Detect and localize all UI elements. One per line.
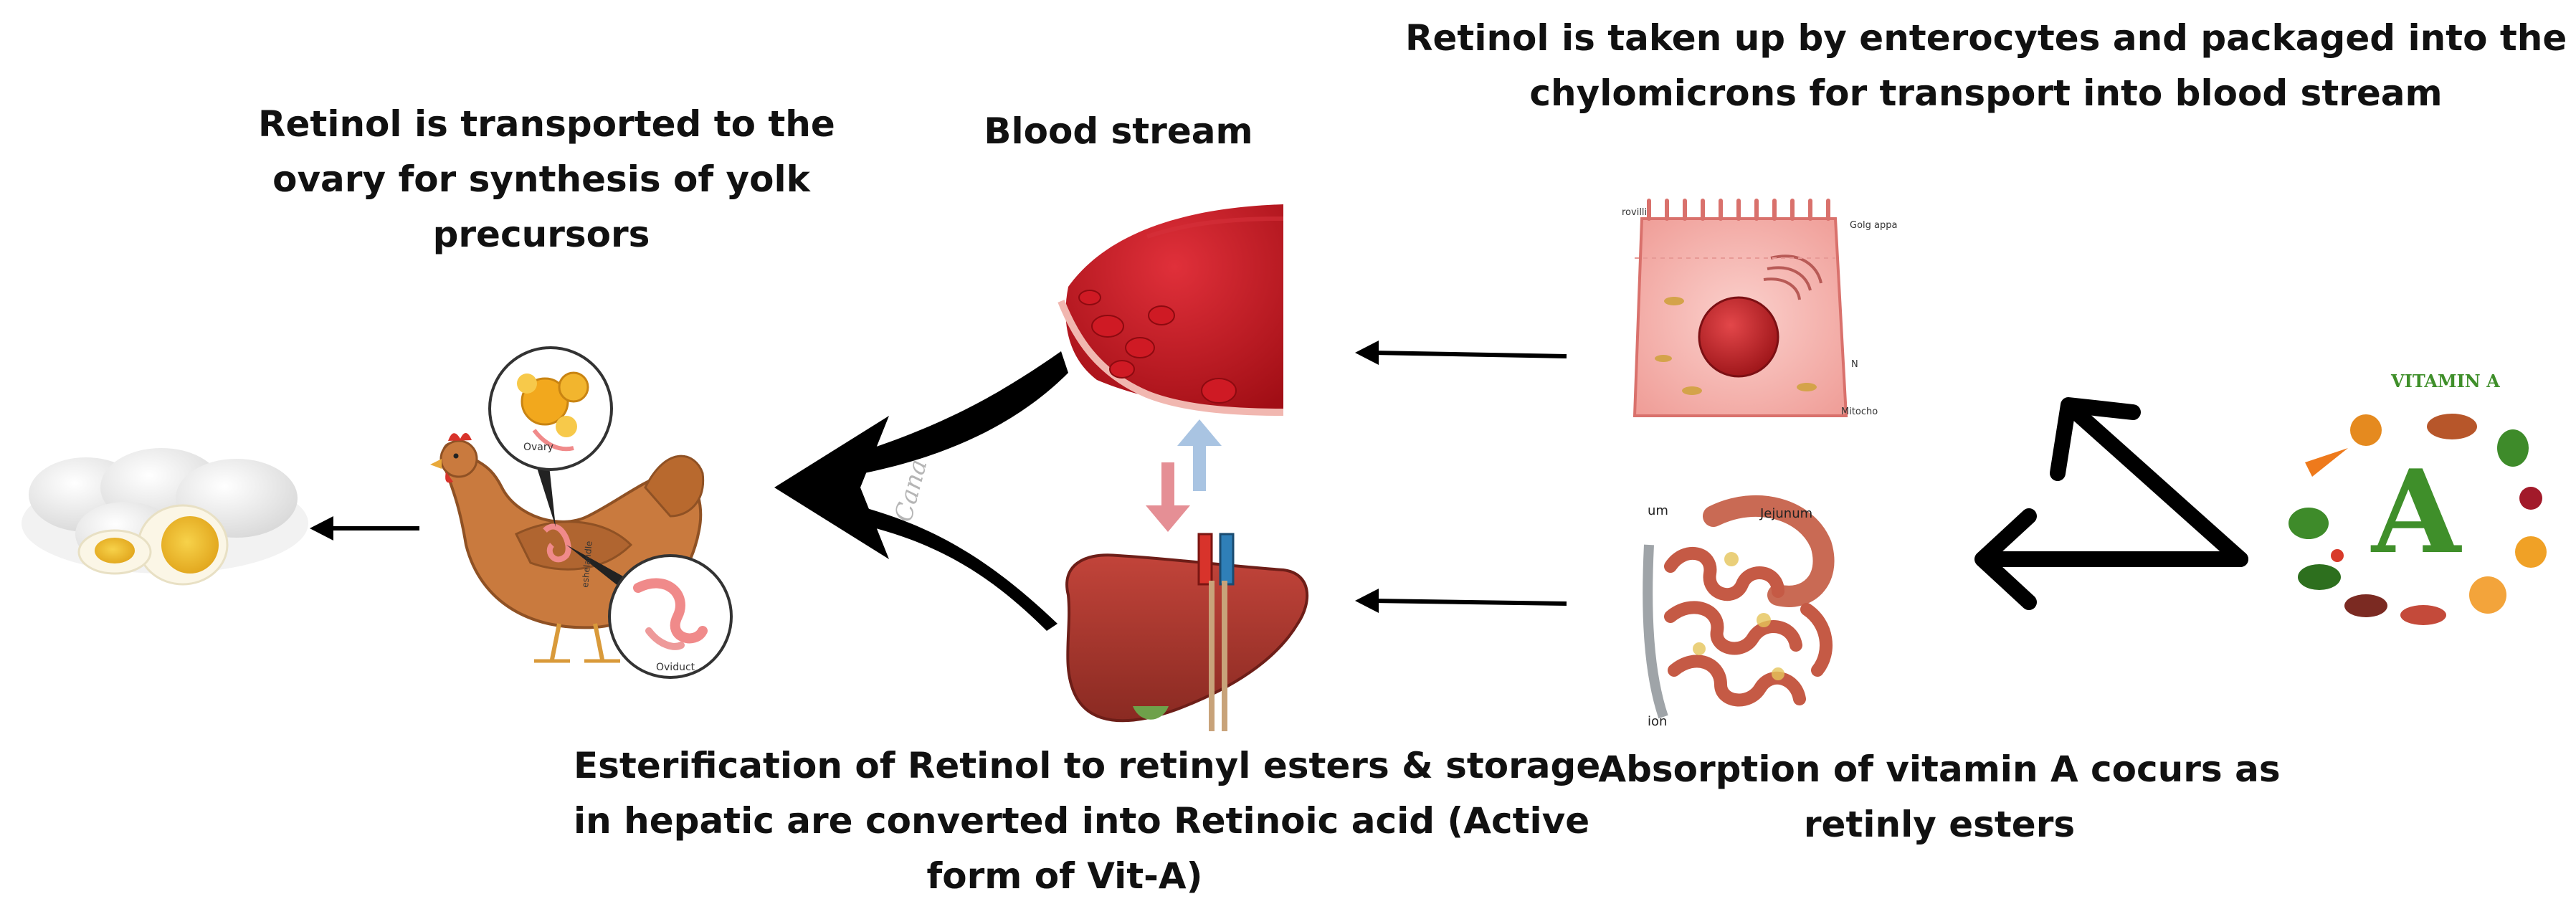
curved-arrows-to-hen: Cana [774,351,1068,631]
label-liver-line2: in hepatic are converted into Retinoic a… [574,800,1590,842]
angular-arrow [1974,397,2248,610]
rbc-1 [1091,315,1124,338]
label-liver: Esterification of Retinol to retinyl est… [574,738,1601,904]
arrow-down-head [1146,505,1190,532]
label-enterocytes: Retinol is taken up by enterocytes and p… [1405,11,2567,121]
food-pumpkin [2350,414,2382,446]
curved-arrow-from-blood [839,351,1068,477]
angular-arrow-upper-head [2050,397,2141,481]
liver-image [1065,533,1308,731]
label-enterocytes-line1: Retinol is taken up by enterocytes and p… [1405,17,2567,59]
intestine-tag-top: um [1648,503,1668,518]
vena-blue [1219,533,1235,586]
blood-vessel [1065,204,1283,412]
vitamin-a-letter: A [2370,444,2462,579]
canva-watermark: Cana [889,457,933,525]
hepatic-vessel [1209,581,1227,731]
vessel-wall [1058,300,1284,416]
hen-wing [514,520,633,571]
label-blood-stream: Blood stream [946,104,1291,159]
nucleus [1698,296,1779,378]
food-spinach [2298,564,2341,590]
food-carrot [2305,448,2348,477]
hen-reproductive-tract [543,523,571,563]
food-kale [2497,429,2529,467]
label-absorption-line1: Absorption of vitamin A cocurs as [1598,748,2281,790]
rbc-4 [1109,360,1135,379]
gallbladder [1133,706,1169,720]
vitamin-a-foods [2289,414,2547,625]
eggs-image [22,448,308,586]
curved-arrow-head [774,416,889,559]
rbc-2 [1125,337,1155,358]
hen-leg-1 [550,623,561,660]
angular-arrow-lower-head [1974,508,2037,610]
arrow-up-shaft [1193,441,1206,491]
blood-stream-image [1058,204,1284,416]
label-ovary: Retinol is transported to the ovary for … [258,97,835,262]
label-enterocytes-line2: chylomicrons for transport into blood st… [1529,72,2443,114]
golgi [1763,254,1822,300]
label-liver-line3: form of Vit-A) [926,855,1203,897]
egg-yolk [161,516,219,574]
label-ovary-line2: ovary for synthesis of yolk [272,158,810,200]
hen-tail [644,455,705,518]
rbc-5 [1201,378,1237,404]
arrow-down-shaft [1161,462,1174,513]
exchange-arrows [1146,419,1222,532]
label-ovary-line1: Retinol is transported to the [258,103,835,145]
food-cherry [2519,487,2542,510]
vitamin-a-title: VITAMIN A [2390,371,2500,391]
label-absorption-line2: retinly esters [1803,804,2076,845]
rbc-3 [1148,305,1175,325]
hen-eye [453,453,459,459]
cell-tag-golgi: Golg appa [1850,220,1897,231]
intestine-fat [1693,552,1784,680]
arrow-intestine-to-liver [1355,589,1567,613]
intestine-tag-bottom: ion [1648,714,1667,729]
jejunum-loop [1703,495,1835,607]
hen-image: Ovary Oviduct eshelandle [423,346,760,685]
cell-tag-microvilli: rovilli [1622,207,1647,218]
aorta-red [1197,533,1213,586]
food-lettuce-1 [2289,508,2329,539]
angular-arrow-upper [2064,401,2248,567]
food-sweet-potato [2427,414,2477,439]
hen-wattle [445,472,453,483]
organelles [1655,297,1817,395]
oviduct-tag: Oviduct [656,662,695,673]
enterocyte-image: rovilli Golg appa N Mitocho [1617,186,1897,434]
rbc-6 [1078,290,1101,305]
food-squash [2515,536,2547,568]
label-liver-line1: Esterification of Retinol to retinyl est… [574,745,1601,786]
arrow-hen-to-eggs [310,516,419,541]
label-absorption: Absorption of vitamin A cocurs as retinl… [1577,742,2301,852]
food-liver [2344,594,2387,617]
food-melon [2469,576,2506,614]
egg-yolk-2 [95,538,135,563]
liver-lobe [1065,553,1308,723]
ovary-tag: Ovary [523,442,553,453]
oviduct-inset [608,554,733,679]
hen-tag-shell: eshelandle [580,541,594,588]
cell-tag-mito: Mitocho [1841,406,1878,417]
hen-comb [448,432,472,441]
hen-leg-2 [593,623,604,660]
food-tomato [2331,549,2344,562]
arrow-cell-to-blood [1355,341,1567,365]
label-ovary-line3: precursors [432,214,650,255]
intestine-image: Jejunum um ion [1642,495,1860,731]
intestine-tag-jejunum: Jejunum [1759,506,1812,521]
colon-outline [1643,544,1668,719]
arrow-up-head [1177,419,1222,446]
hen-beak [430,459,442,469]
food-fish [2400,605,2446,625]
cell-tag-n: N [1851,359,1858,370]
microvilli [1647,199,1830,221]
vitamin-a-image: VITAMIN A A [2287,362,2552,638]
label-blood-line1: Blood stream [984,110,1253,152]
hen-head [439,439,478,478]
